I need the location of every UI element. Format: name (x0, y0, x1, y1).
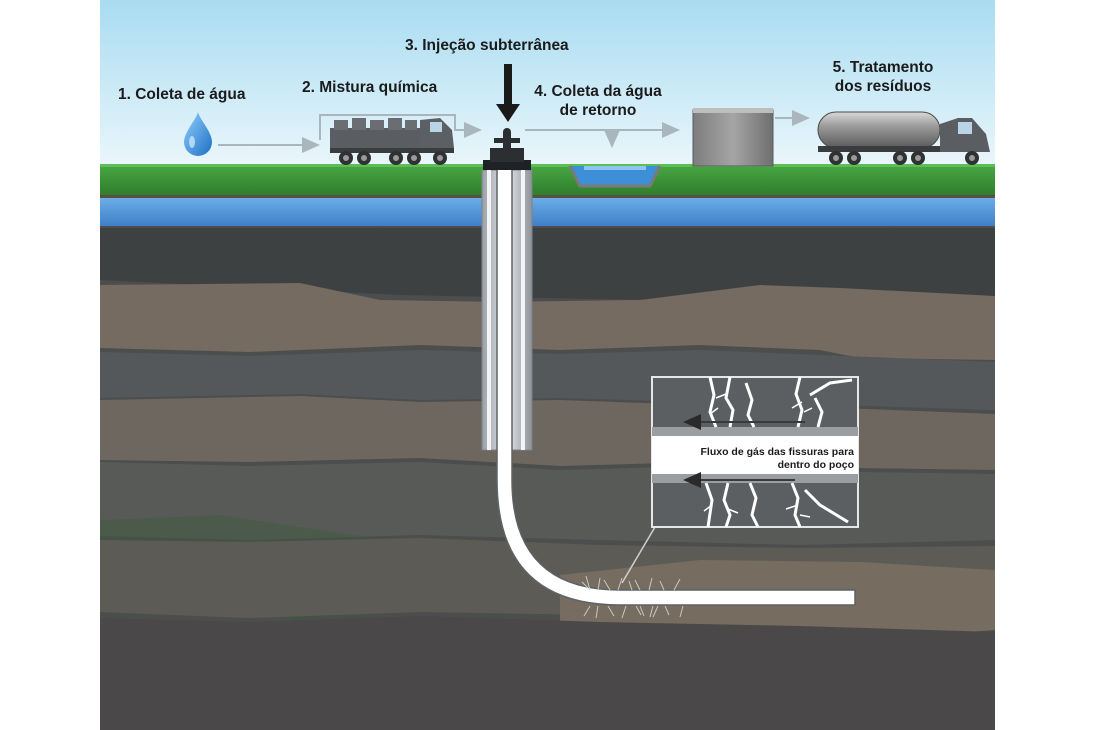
water-drop-icon (184, 112, 212, 156)
fracture-zone (581, 575, 684, 619)
step5-label-line2: dos resíduos (834, 78, 932, 95)
wellhead-icon (483, 128, 531, 170)
inset-callout-line (621, 526, 656, 584)
inset-caption: Fluxo de gás das fissuras para dentro do… (660, 446, 854, 472)
fracture-detail-inset (651, 376, 859, 528)
rock-strata (100, 226, 995, 730)
step5-label-line1: 5. Tratamento (832, 59, 934, 76)
process-arrows (218, 110, 810, 153)
step1-label: 1. Coleta de água (118, 86, 246, 103)
step4-label: 4. Coleta da água de retorno (523, 82, 673, 120)
ground-surface (100, 164, 995, 195)
tanker-truck-icon (817, 111, 990, 165)
storage-tank-icon (692, 108, 774, 167)
step4-label-line2: de retorno (559, 102, 637, 119)
step4-label-line1: 4. Coleta da água (534, 83, 662, 100)
step2-label: 2. Mistura química (302, 79, 438, 96)
down-arrow-icon (496, 64, 520, 122)
mixing-truck-icon (330, 118, 454, 165)
inset-caption-line1: Fluxo de gás das fissuras para (700, 446, 854, 458)
wellbore (481, 167, 856, 606)
retention-pit-icon (568, 165, 662, 188)
step5-label: 5. Tratamento dos resíduos (818, 58, 948, 96)
aquifer-layer (100, 196, 995, 226)
inset-caption-line2: dentro do poço (777, 459, 854, 471)
step3-label: 3. Injeção subterrânea (405, 37, 569, 54)
